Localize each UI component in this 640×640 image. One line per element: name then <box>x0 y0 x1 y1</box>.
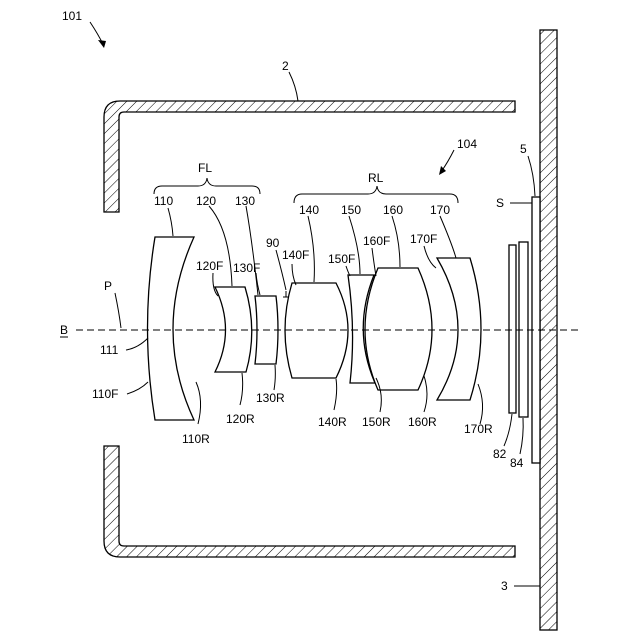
leader-111 <box>126 338 148 350</box>
leader-82 <box>504 414 512 446</box>
label-plate-5: 5 <box>520 142 527 156</box>
leader-120R <box>240 373 243 405</box>
label-130R: 130R <box>256 391 285 405</box>
leader-110 <box>168 208 173 236</box>
label-device-101: 101 <box>62 9 82 23</box>
leader-160F <box>372 248 376 276</box>
leader-160R <box>424 376 427 412</box>
label-110R: 110R <box>182 432 210 446</box>
label-140F: 140F <box>282 248 309 262</box>
label-front-group: FL <box>198 161 212 175</box>
label-lens-130: 130 <box>235 194 255 208</box>
label-120R: 120R <box>226 412 255 426</box>
label-170R: 170R <box>464 422 493 436</box>
leader-P <box>115 293 121 328</box>
label-140R: 140R <box>318 415 347 429</box>
label-module-104: 104 <box>457 137 477 151</box>
bracket-front-group <box>154 178 260 194</box>
leader-5 <box>528 156 535 196</box>
leader-160 <box>392 216 400 267</box>
label-rear-group: RL <box>368 171 384 185</box>
label-170F: 170F <box>410 232 437 246</box>
bracket-rear-group <box>294 186 458 203</box>
label-stop-90: 90 <box>266 236 280 250</box>
leader-170R <box>478 384 483 424</box>
label-130F: 130F <box>233 261 260 275</box>
label-mount-3: 3 <box>501 579 508 593</box>
label-axis-B: B <box>60 323 68 337</box>
label-lens-160: 160 <box>383 203 403 217</box>
label-lens-170: 170 <box>430 203 450 217</box>
leader-130 <box>246 206 258 295</box>
leader-2 <box>289 72 298 101</box>
leader-140F <box>292 264 296 285</box>
leader-140R <box>334 379 337 410</box>
filter-82 <box>509 245 516 413</box>
label-housing-2: 2 <box>282 59 289 73</box>
label-surface-S: S <box>496 196 504 210</box>
leader-130R <box>274 365 275 390</box>
label-lens-110: 110 <box>154 194 173 208</box>
label-110F: 110F <box>92 387 118 401</box>
label-150R: 150R <box>362 415 391 429</box>
label-lens-140: 140 <box>299 203 319 217</box>
lens-170 <box>437 258 481 400</box>
lens-140 <box>285 283 348 378</box>
arrow-101 <box>98 40 106 48</box>
label-120F: 120F <box>196 259 223 273</box>
label-160F: 160F <box>363 234 390 248</box>
housing-bottom-wall <box>104 446 515 557</box>
leader-170 <box>440 216 456 258</box>
label-lens-120: 120 <box>196 194 216 208</box>
label-160R: 160R <box>408 415 437 429</box>
label-point-P: P <box>104 279 112 293</box>
lens-160 <box>365 268 432 390</box>
label-filter-84: 84 <box>510 456 524 470</box>
label-lens-150: 150 <box>341 203 361 217</box>
leader-110F <box>127 382 148 394</box>
label-filter-82: 82 <box>493 447 507 461</box>
label-surface-111: 111 <box>100 343 119 357</box>
arrow-104 <box>439 166 446 175</box>
label-150F: 150F <box>328 252 355 266</box>
leader-170F <box>424 246 436 268</box>
leader-84 <box>520 418 523 454</box>
leader-110R <box>196 382 201 424</box>
lens-110 <box>148 237 195 420</box>
